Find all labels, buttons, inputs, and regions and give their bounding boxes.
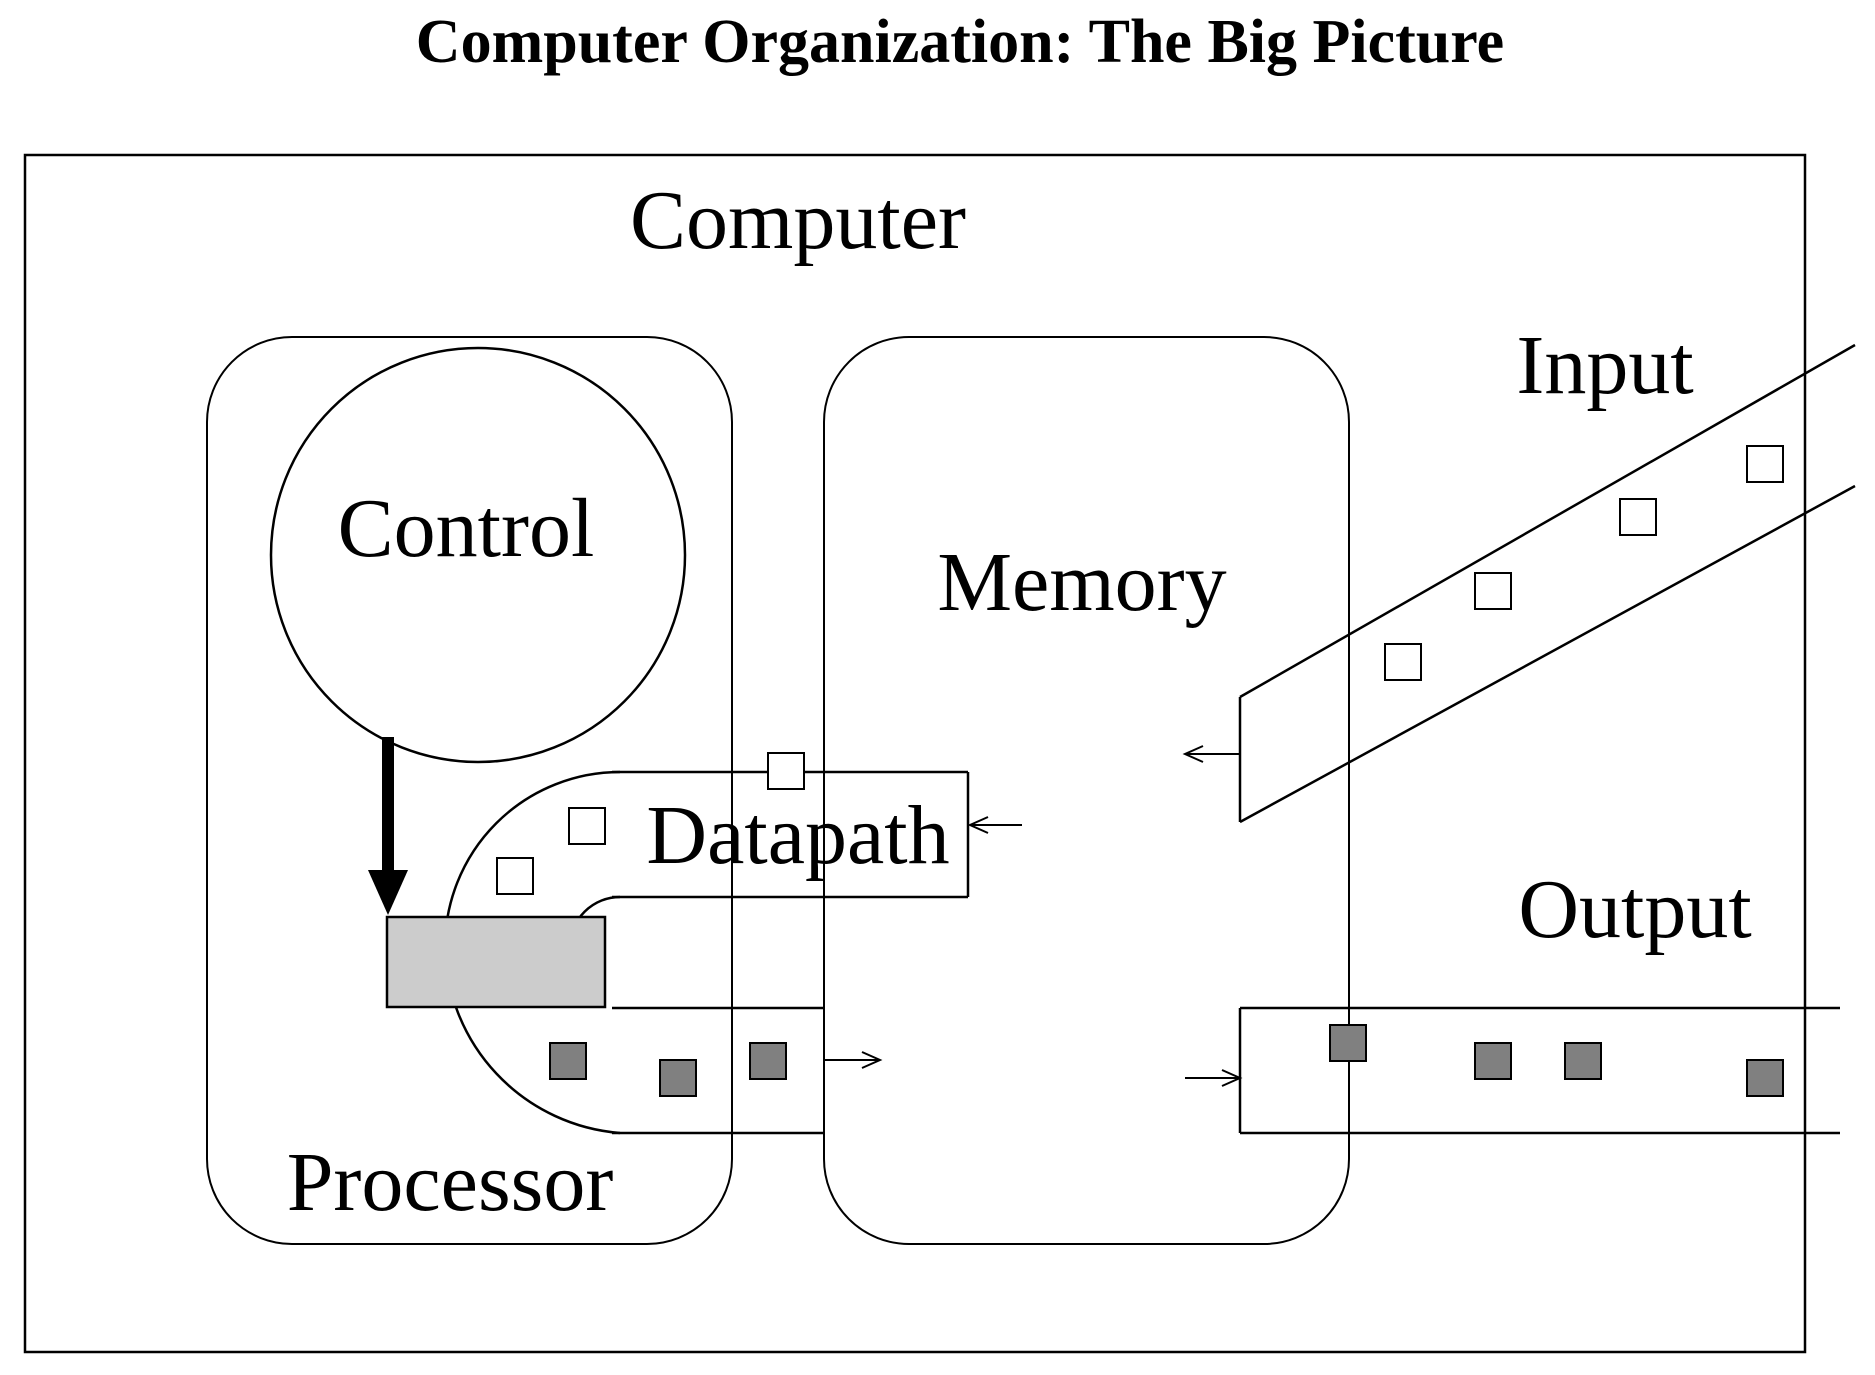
control-unit [269, 346, 687, 764]
datapath-label: Datapath [646, 789, 949, 882]
computer-box [23, 153, 1807, 1354]
output-item [659, 1059, 697, 1097]
datapath-item [496, 857, 534, 895]
output-item [1474, 1042, 1512, 1080]
input-item [1384, 643, 1422, 681]
memory-label: Memory [937, 536, 1226, 629]
processor-label: Processor [287, 1136, 614, 1229]
output-item [749, 1042, 787, 1080]
output-device-items [1329, 1024, 1784, 1097]
memory-to-datapath-arrow [967, 816, 1022, 834]
output-item [1564, 1042, 1602, 1080]
processor-output-items [549, 1042, 787, 1097]
datapath-to-memory-arrow [824, 1051, 883, 1069]
datapath-items [496, 752, 805, 895]
output-item [1329, 1024, 1367, 1062]
input-item [1619, 498, 1657, 536]
input-item [1746, 445, 1784, 483]
input-band [1238, 343, 1856, 824]
datapath-register [385, 915, 607, 1009]
computer-label: Computer [630, 174, 966, 267]
control-signal-arrow [368, 737, 408, 915]
input-to-memory-arrow [1182, 745, 1240, 763]
datapath-item [568, 807, 606, 845]
datapath-item [767, 752, 805, 790]
output-item [549, 1042, 587, 1080]
output-band [1238, 1006, 1840, 1135]
diagram-title: Computer Organization: The Big Picture [416, 8, 1504, 76]
input-items [1384, 445, 1784, 681]
memory-to-output-arrow [1185, 1069, 1243, 1087]
input-item [1474, 572, 1512, 610]
output-label: Output [1518, 863, 1751, 956]
memory-box [823, 336, 1350, 1245]
output-item [1746, 1059, 1784, 1097]
input-label: Input [1516, 319, 1693, 412]
control-label: Control [338, 482, 595, 575]
processor-box [206, 336, 733, 1245]
